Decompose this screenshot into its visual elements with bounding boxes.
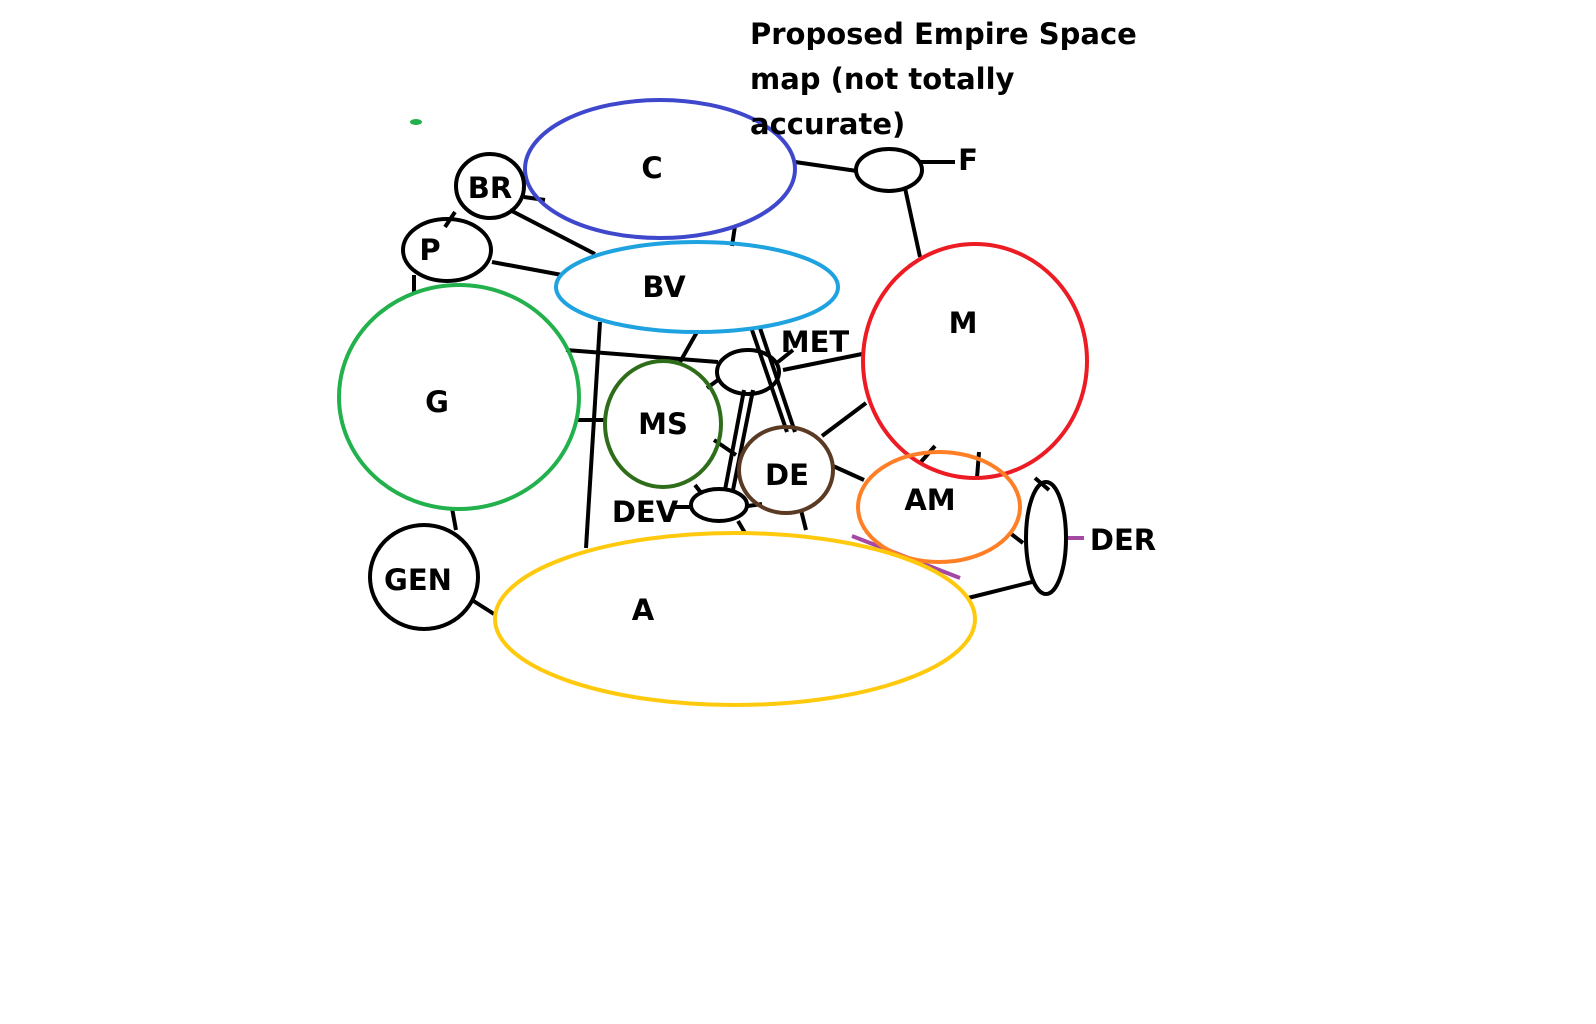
link-br-bv bbox=[509, 208, 596, 256]
link-c-f bbox=[794, 160, 858, 173]
node-m-ring bbox=[861, 242, 1089, 480]
stray-mark bbox=[410, 119, 422, 125]
node-de-label: DE bbox=[765, 458, 809, 492]
node-der-ring bbox=[1024, 480, 1068, 596]
node-met-label: MET bbox=[781, 325, 850, 359]
link-f-m bbox=[903, 187, 922, 258]
node-bv-ring bbox=[554, 240, 840, 334]
link-bv-de-a bbox=[750, 329, 789, 433]
node-labels: C F BR P BV M MET G MS DE AM DEV DER GEN… bbox=[384, 143, 1156, 627]
link-bv-ms bbox=[678, 331, 699, 363]
connection-lines bbox=[412, 160, 1084, 616]
link-met-dev-b bbox=[731, 389, 755, 491]
node-c-ring bbox=[523, 98, 797, 240]
link-met-label bbox=[776, 348, 795, 364]
node-g-ring bbox=[337, 283, 581, 511]
link-am-der bbox=[1008, 531, 1025, 545]
link-de-a bbox=[799, 509, 808, 531]
node-gen-label: GEN bbox=[384, 563, 452, 597]
node-dev-ring bbox=[689, 487, 749, 523]
link-g-gen bbox=[450, 507, 458, 531]
link-a-der bbox=[967, 580, 1033, 600]
link-de-m bbox=[820, 401, 868, 438]
link-dev-a bbox=[736, 519, 747, 535]
node-met-ring bbox=[715, 348, 781, 396]
node-der-label: DER bbox=[1090, 523, 1156, 557]
node-bv-label: BV bbox=[642, 270, 686, 304]
node-a-label: A bbox=[632, 593, 655, 627]
node-br-label: BR bbox=[468, 171, 512, 205]
node-m-label: M bbox=[949, 306, 978, 340]
node-f-label: F bbox=[958, 143, 978, 177]
node-br-ring bbox=[454, 152, 526, 220]
link-p-bv bbox=[491, 260, 563, 277]
node-f-ring bbox=[854, 147, 924, 193]
link-bv-a bbox=[584, 321, 602, 549]
node-c-label: C bbox=[641, 151, 662, 185]
nodes bbox=[337, 98, 1089, 707]
node-ms-label: MS bbox=[638, 407, 688, 441]
node-ms-ring bbox=[603, 359, 723, 489]
diagram-title: Proposed Empire Space map (not totally a… bbox=[750, 17, 1137, 141]
node-a-ring bbox=[493, 531, 977, 707]
link-de-am bbox=[832, 464, 865, 482]
node-de-ring bbox=[737, 425, 835, 515]
node-g-label: G bbox=[425, 385, 449, 419]
node-am-ring bbox=[856, 450, 1022, 564]
link-gen-a bbox=[470, 598, 496, 616]
link-met-m bbox=[782, 352, 863, 372]
node-p-label: P bbox=[419, 233, 440, 267]
link-met-dev-a bbox=[723, 389, 746, 491]
node-p-ring bbox=[401, 217, 493, 283]
link-g-met bbox=[565, 348, 719, 364]
node-gen-ring bbox=[368, 523, 480, 631]
node-dev-label: DEV bbox=[612, 495, 679, 529]
node-am-label: AM bbox=[904, 483, 955, 517]
link-m-am-b bbox=[975, 451, 981, 479]
